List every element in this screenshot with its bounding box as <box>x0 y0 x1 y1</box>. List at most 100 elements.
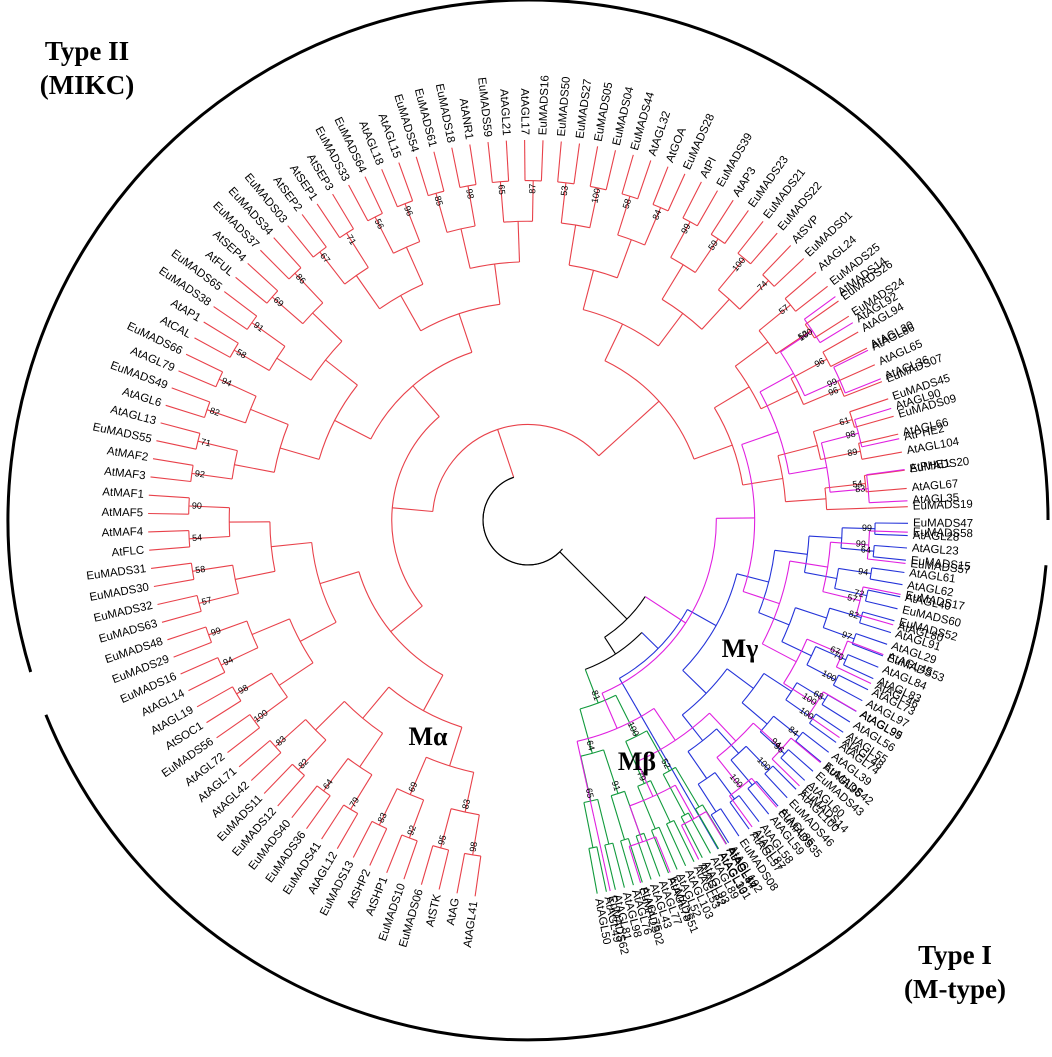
branch <box>276 357 312 381</box>
bootstrap-value: 84 <box>786 724 800 738</box>
node-arc <box>617 234 645 246</box>
branch <box>206 409 246 424</box>
branch <box>208 620 248 636</box>
node-arc <box>379 283 424 310</box>
branch <box>758 304 791 332</box>
branch <box>701 298 730 330</box>
branch <box>150 476 191 483</box>
branch <box>673 820 695 863</box>
branch <box>741 702 768 725</box>
branch <box>346 232 369 268</box>
branch <box>854 415 894 428</box>
branch <box>847 640 884 656</box>
type-i-title: Type I <box>918 940 992 970</box>
branch <box>716 728 740 754</box>
branch <box>823 691 857 712</box>
node-arc <box>620 837 629 842</box>
branch <box>637 786 656 830</box>
node-arc <box>666 820 675 825</box>
branch <box>449 727 463 767</box>
node-arc <box>246 315 258 330</box>
bootstrap-value: 89 <box>846 446 858 458</box>
branch <box>279 447 320 460</box>
mtype-root <box>559 551 628 620</box>
leaf-label: AtMAF3 <box>104 466 147 483</box>
branch <box>804 300 839 325</box>
bootstrap-value: 64 <box>585 739 597 751</box>
branch <box>165 404 205 419</box>
branch <box>615 695 637 737</box>
branch <box>662 774 686 816</box>
bootstrap-value: 84 <box>650 208 663 221</box>
branch <box>173 641 212 658</box>
leaf-label: AtANR1 <box>457 98 475 141</box>
branch <box>822 331 859 353</box>
branch <box>635 706 653 736</box>
branch <box>871 567 905 574</box>
node-arc <box>367 212 383 222</box>
branch <box>612 842 625 888</box>
branch <box>148 494 190 499</box>
branch <box>650 830 670 874</box>
branch <box>161 610 202 623</box>
leaf-label: AtAGL13 <box>109 404 157 428</box>
branch <box>348 184 369 222</box>
bootstrap-value: 57 <box>846 592 858 604</box>
node-arc <box>343 804 358 814</box>
branch <box>499 181 505 223</box>
branch <box>312 312 343 342</box>
branch <box>701 820 719 850</box>
branch <box>716 757 742 788</box>
branch <box>456 853 466 894</box>
node-arc <box>588 846 598 849</box>
node-arc <box>662 766 676 775</box>
branch <box>540 140 544 181</box>
leaf-label: EuMADS05 <box>593 81 616 142</box>
branch <box>709 712 737 742</box>
node-arc <box>661 298 703 330</box>
branch <box>652 166 669 205</box>
bootstrap-value: 96 <box>827 385 840 398</box>
node-arc <box>710 233 726 244</box>
node-arc <box>681 811 707 826</box>
branch <box>658 826 678 870</box>
node-arc <box>269 740 282 753</box>
bootstrap-value: 59 <box>706 238 720 252</box>
branch <box>762 643 797 663</box>
branch <box>408 799 425 839</box>
bootstrap-value: 65 <box>584 787 596 799</box>
branch <box>362 686 390 719</box>
branch <box>218 378 257 397</box>
branch <box>409 756 427 795</box>
branch <box>398 162 414 201</box>
branch <box>862 611 895 622</box>
bootstrap-value: 96 <box>772 741 786 755</box>
leaf-label: AtMAF5 <box>101 507 143 520</box>
branch <box>837 364 876 382</box>
branch <box>826 507 868 511</box>
branch <box>458 313 473 353</box>
branch <box>271 296 304 325</box>
branch <box>680 816 703 858</box>
leaf-label: AtAGL17 <box>518 88 530 135</box>
branch <box>762 245 792 276</box>
branch <box>464 772 475 813</box>
type-ii-arc <box>6 0 1050 673</box>
node-arc <box>310 340 343 381</box>
branch <box>661 264 684 300</box>
branch <box>739 280 769 310</box>
branch <box>157 594 198 606</box>
branch <box>198 592 239 604</box>
branch <box>415 156 429 196</box>
leaf-label: EuMADS19 <box>913 499 973 513</box>
branch <box>148 512 189 515</box>
branch <box>783 682 817 705</box>
branch <box>420 845 434 885</box>
branch <box>764 773 788 799</box>
branch <box>152 458 194 466</box>
branch <box>216 714 251 739</box>
leaf-label: AtMAF2 <box>106 445 149 464</box>
branch <box>171 387 210 403</box>
branch <box>838 674 869 691</box>
branch <box>185 353 223 373</box>
